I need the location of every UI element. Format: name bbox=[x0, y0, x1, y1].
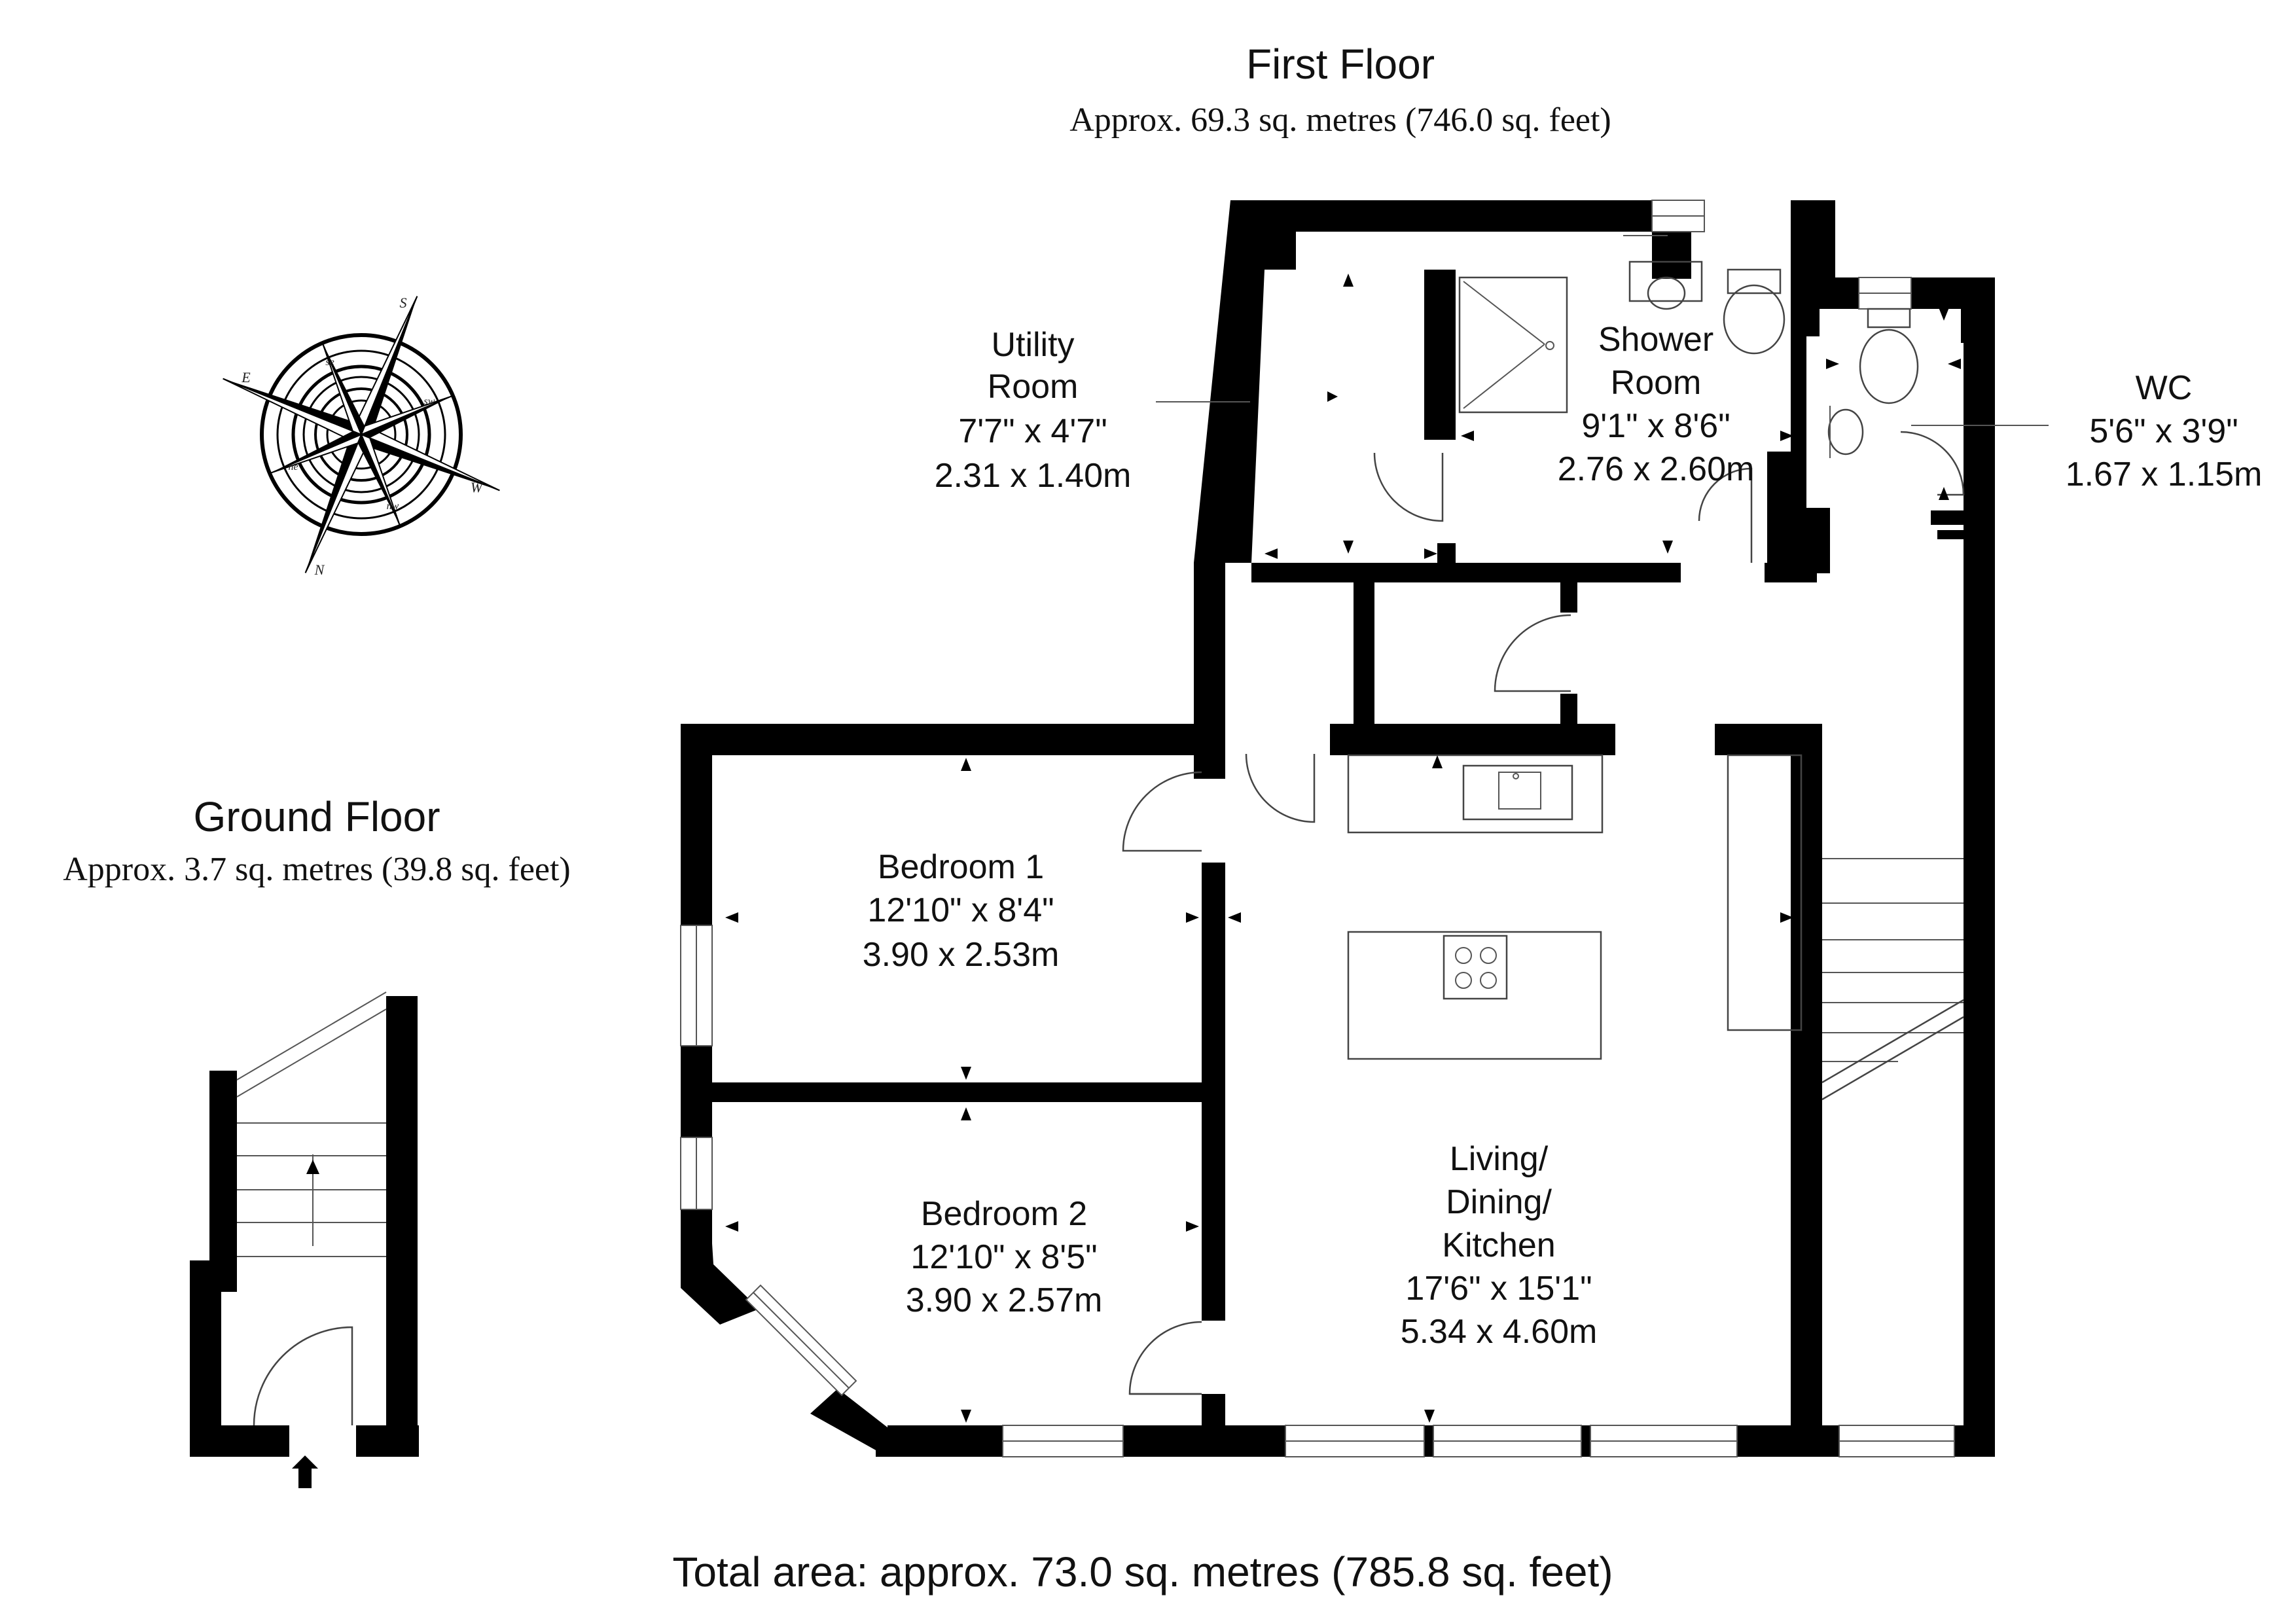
first-floor-walls bbox=[681, 200, 1995, 1457]
svg-text:1.67 x 1.15m: 1.67 x 1.15m bbox=[2066, 455, 2263, 493]
ground-floor-title: Ground Floor bbox=[193, 793, 440, 840]
wc-fixtures bbox=[1827, 308, 1919, 458]
living-entry-door[interactable] bbox=[1245, 753, 1316, 823]
bedroom2-door[interactable] bbox=[1128, 1321, 1202, 1395]
ground-floor-entrance bbox=[253, 1326, 353, 1488]
svg-text:Shower: Shower bbox=[1598, 321, 1713, 359]
wc-door[interactable] bbox=[1900, 431, 1965, 496]
corridor-door[interactable] bbox=[1494, 614, 1571, 692]
hob-icon bbox=[1443, 935, 1508, 1000]
svg-text:2.31 x 1.40m: 2.31 x 1.40m bbox=[935, 457, 1132, 495]
svg-text:12'10" x 8'4": 12'10" x 8'4" bbox=[867, 891, 1054, 929]
svg-text:Bedroom 2: Bedroom 2 bbox=[921, 1195, 1087, 1233]
svg-text:Kitchen: Kitchen bbox=[1442, 1226, 1555, 1264]
room-label-utility: Utility Room 7'7" x 4'7" 2.31 x 1.40m bbox=[935, 326, 1132, 495]
room-label-wc: WC 5'6" x 3'9" 1.67 x 1.15m bbox=[2066, 369, 2263, 493]
svg-text:5.34 x 4.60m: 5.34 x 4.60m bbox=[1401, 1313, 1598, 1351]
compass-w: W bbox=[471, 479, 484, 495]
svg-text:12'10" x 8'5": 12'10" x 8'5" bbox=[910, 1238, 1097, 1276]
kitchen-fixtures bbox=[1347, 754, 1803, 1060]
svg-text:7'7" x 4'7": 7'7" x 4'7" bbox=[958, 412, 1107, 450]
shower-tray-icon bbox=[1458, 276, 1568, 414]
side-counter bbox=[1727, 754, 1803, 1031]
basin-icon bbox=[1647, 276, 1686, 310]
wc-toilet-icon bbox=[1859, 329, 1919, 404]
kitchen-counter bbox=[1347, 754, 1604, 834]
first-floor-area: Approx. 69.3 sq. metres (746.0 sq. feet) bbox=[1069, 101, 1611, 139]
compass-nw: nw bbox=[387, 501, 399, 512]
compass-rose: S N E W se sw ne nw bbox=[223, 294, 500, 578]
room-label-bedroom1: Bedroom 1 12'10" x 8'4" 3.90 x 2.53m bbox=[863, 848, 1060, 974]
toilet-icon bbox=[1723, 284, 1785, 355]
dimension-arrows bbox=[725, 274, 2049, 1423]
wc-basin-icon bbox=[1827, 408, 1864, 455]
first-floor-windows bbox=[680, 200, 1955, 1457]
svg-text:5'6" x 3'9": 5'6" x 3'9" bbox=[2089, 412, 2238, 450]
bay-window bbox=[745, 1284, 857, 1397]
ground-floor-area: Approx. 3.7 sq. metres (39.8 sq. feet) bbox=[63, 851, 571, 888]
svg-text:Room: Room bbox=[1611, 364, 1702, 402]
svg-text:Utility: Utility bbox=[991, 326, 1074, 364]
upper-outer-wall bbox=[1194, 200, 1668, 589]
svg-text:17'6" x 15'1": 17'6" x 15'1" bbox=[1405, 1270, 1592, 1308]
compass-s: S bbox=[400, 294, 407, 311]
shower-door[interactable] bbox=[1698, 467, 1753, 563]
compass-ne: ne bbox=[288, 461, 298, 473]
svg-text:3.90 x 2.53m: 3.90 x 2.53m bbox=[863, 936, 1060, 974]
bedroom1-door[interactable] bbox=[1122, 771, 1202, 852]
shower-room-fixtures bbox=[1458, 235, 1785, 414]
svg-text:2.76 x 2.60m: 2.76 x 2.60m bbox=[1558, 450, 1755, 488]
stair-up-arrow bbox=[306, 1160, 319, 1174]
ground-floor-staircase bbox=[236, 991, 387, 1257]
total-area: Total area: approx. 73.0 sq. metres (785… bbox=[672, 1548, 1613, 1596]
svg-text:Bedroom 1: Bedroom 1 bbox=[878, 848, 1044, 886]
svg-text:9'1" x 8'6": 9'1" x 8'6" bbox=[1581, 407, 1730, 445]
toilet-cistern-icon bbox=[1727, 268, 1782, 294]
utility-door[interactable] bbox=[1373, 452, 1444, 522]
wc-cistern-icon bbox=[1867, 308, 1911, 329]
ground-floor-walls bbox=[190, 996, 419, 1457]
svg-text:Dining/: Dining/ bbox=[1446, 1183, 1552, 1221]
room-label-bedroom2: Bedroom 2 12'10" x 8'5" 3.90 x 2.57m bbox=[906, 1195, 1103, 1319]
front-door[interactable] bbox=[253, 1326, 353, 1426]
sink-icon bbox=[1462, 764, 1573, 821]
doors bbox=[1122, 431, 1965, 1395]
svg-text:WC: WC bbox=[2136, 369, 2193, 407]
first-floor-staircase bbox=[1821, 858, 1964, 1101]
svg-text:Room: Room bbox=[988, 368, 1079, 406]
compass-n: N bbox=[314, 562, 325, 578]
compass-se: se bbox=[325, 357, 334, 368]
compass-sw: sw bbox=[424, 396, 435, 407]
first-floor-title: First Floor bbox=[1246, 41, 1435, 88]
entrance-arrow-icon bbox=[292, 1455, 318, 1488]
svg-text:Living/: Living/ bbox=[1450, 1140, 1549, 1178]
room-label-shower: Shower Room 9'1" x 8'6" 2.76 x 2.60m bbox=[1558, 321, 1755, 488]
kitchen-island bbox=[1347, 931, 1602, 1060]
svg-text:3.90 x 2.57m: 3.90 x 2.57m bbox=[906, 1281, 1103, 1319]
room-label-living: Living/ Dining/ Kitchen 17'6" x 15'1" 5.… bbox=[1401, 1140, 1598, 1351]
compass-e: E bbox=[241, 369, 251, 385]
